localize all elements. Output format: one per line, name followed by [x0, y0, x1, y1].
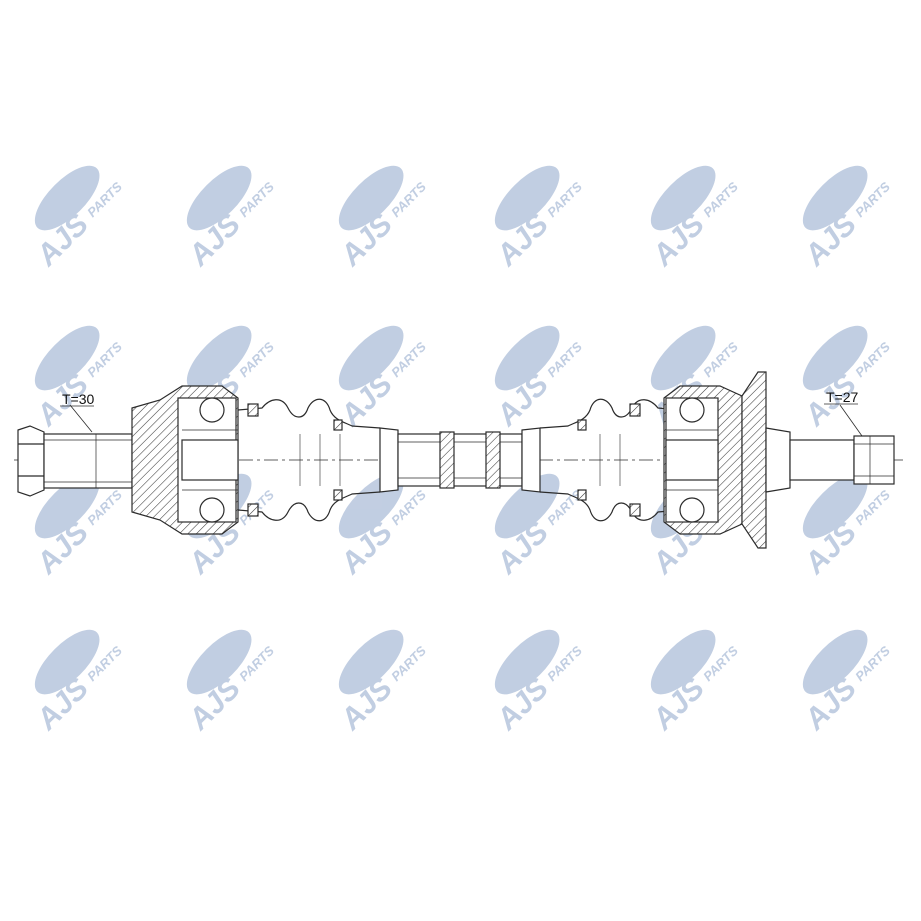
right-stub-shaft	[765, 404, 895, 493]
right-cv-joint-housing	[663, 371, 767, 549]
right-spline-label: T=27	[826, 389, 859, 405]
left-stub-shaft	[17, 404, 133, 497]
center-shaft	[379, 427, 541, 493]
left-spline-label: T=30	[62, 391, 95, 407]
drive-shaft	[14, 371, 905, 549]
left-cv-boot	[237, 398, 381, 522]
right-cv-boot	[539, 398, 681, 522]
left-cv-joint-housing	[131, 385, 239, 535]
